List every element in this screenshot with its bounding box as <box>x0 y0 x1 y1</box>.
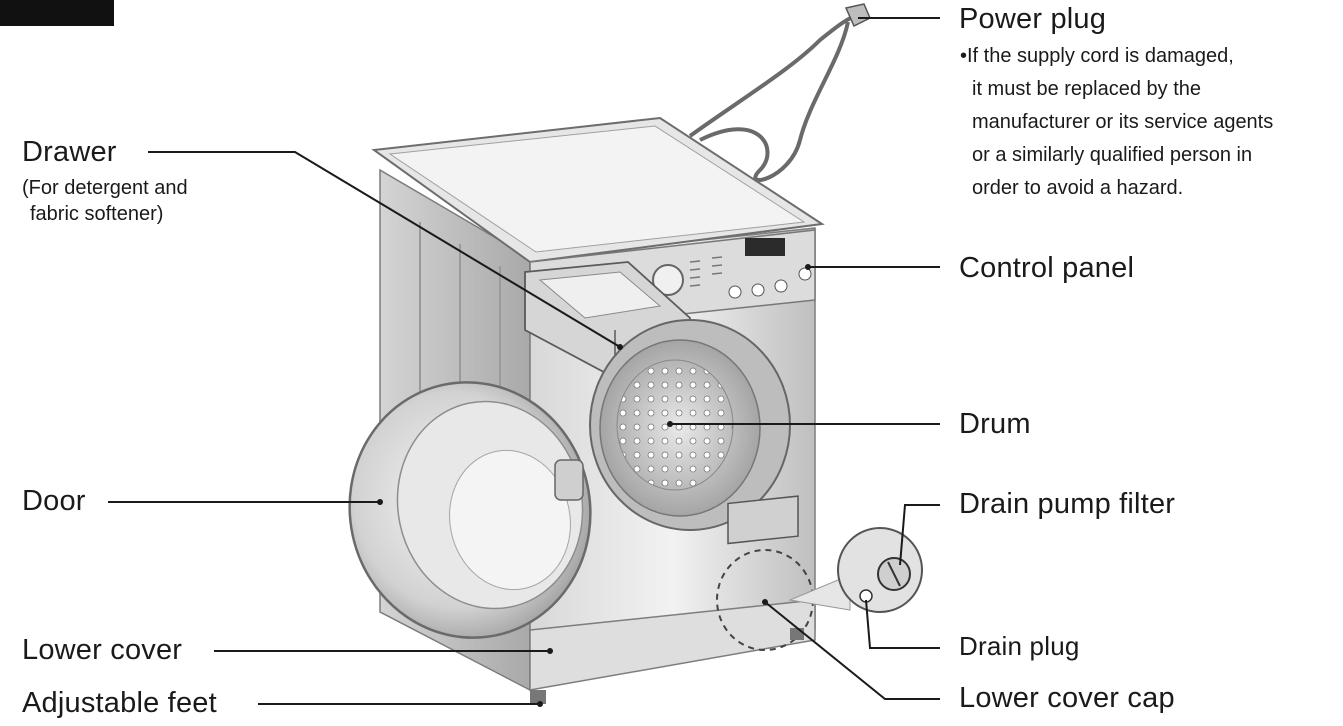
power-plug-note-line: it must be replaced by the <box>972 78 1202 100</box>
adjustable-feet-label: Adjustable feet <box>22 687 217 719</box>
drawer-label: Drawer <box>22 136 117 168</box>
power-plug-note: •If the supply cord is damaged, it must … <box>960 40 1273 205</box>
control-panel-label: Control panel <box>959 252 1135 284</box>
power-plug-label: Power plug <box>959 3 1107 35</box>
drawer-note-line-1: (For detergent and <box>22 177 188 199</box>
drain-pump-filter-label: Drain pump filter <box>959 488 1176 520</box>
power-plug-note-line: manufacturer or its service agents <box>972 111 1274 133</box>
adjustable-foot <box>530 690 546 704</box>
lower-cover-label: Lower cover <box>22 634 183 666</box>
lower-cover-cap-label: Lower cover cap <box>959 682 1175 714</box>
power-plug-note-line: or a similarly qualified person in <box>972 144 1253 166</box>
power-cord <box>688 14 856 182</box>
power-plug-note-line: •If the supply cord is damaged, <box>960 45 1234 67</box>
drum-label: Drum <box>959 408 1031 440</box>
power-plug-note-line: order to avoid a hazard. <box>972 177 1184 199</box>
drawer-note-line-2: fabric softener) <box>30 203 164 225</box>
leader-lines <box>108 17 940 705</box>
door-label: Door <box>22 485 86 517</box>
lower-cover-shape <box>529 599 816 691</box>
drain-plug-label: Drain plug <box>959 631 1080 661</box>
corner-block <box>0 0 114 26</box>
